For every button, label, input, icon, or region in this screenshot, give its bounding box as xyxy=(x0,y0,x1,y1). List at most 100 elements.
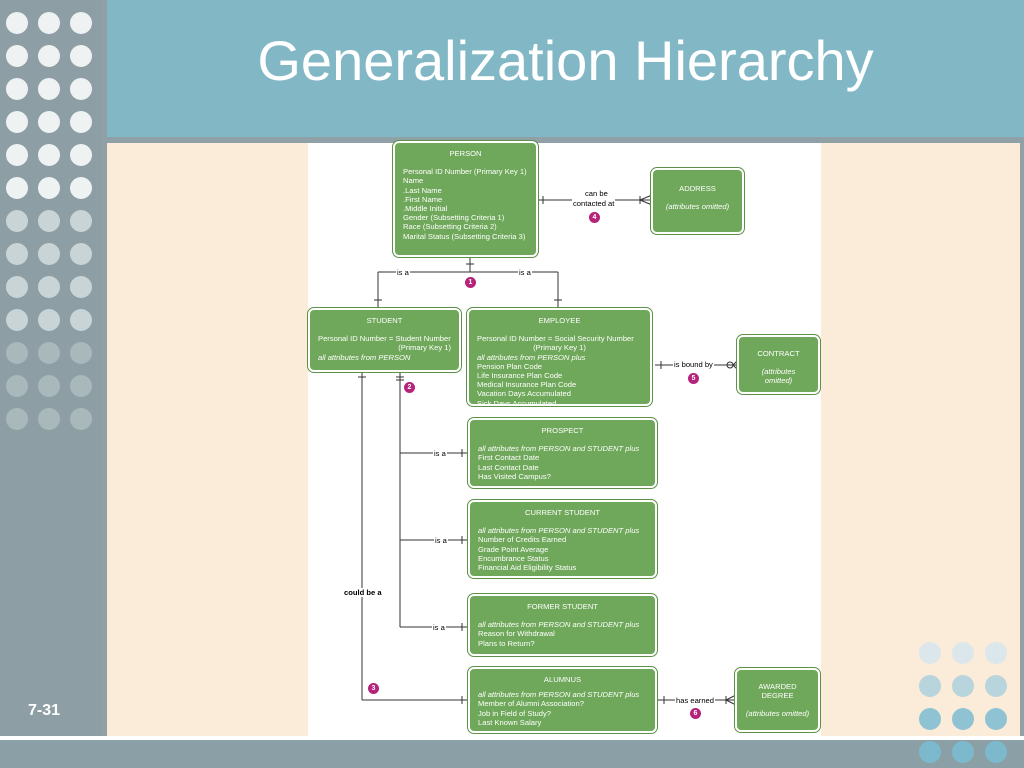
decorative-dot xyxy=(6,309,28,331)
decorative-dot xyxy=(919,708,941,730)
decorative-dot xyxy=(919,675,941,697)
decorative-dot xyxy=(70,276,92,298)
decorative-dot xyxy=(38,243,60,265)
entity-title: AWARDED DEGREE xyxy=(758,682,797,701)
entity-person: PERSON Personal ID Number (Primary Key 1… xyxy=(392,140,539,258)
attribute: Reason for Withdrawal xyxy=(478,629,555,639)
attribute: Vacation Days Accumulated xyxy=(477,389,571,399)
decorative-dot xyxy=(70,408,92,430)
decorative-dot xyxy=(38,45,60,67)
attribute: Last Known Salary xyxy=(478,717,542,727)
decorative-dot xyxy=(985,741,1007,763)
badge-5: 5 xyxy=(688,373,699,384)
attribute: Grade Point Average xyxy=(478,544,549,554)
attribute: all attributes from PERSON plus xyxy=(477,352,586,362)
entity-alumnus: ALUMNUS all attributes from PERSON and S… xyxy=(467,666,658,734)
entity-title: CURRENT STUDENT xyxy=(525,508,600,517)
rel-label-is-a-current: is a xyxy=(434,536,448,545)
decorative-dot xyxy=(38,12,60,34)
entity-title: EMPLOYEE xyxy=(538,316,581,325)
entity-note: (attributes omitted) xyxy=(761,367,796,386)
decorative-dot xyxy=(6,210,28,232)
attribute: Personal ID Number = Student Number xyxy=(318,334,451,344)
attribute: all attributes from PERSON and STUDENT p… xyxy=(478,620,640,630)
entity-former-student: FORMER STUDENT all attributes from PERSO… xyxy=(467,593,658,657)
slide-title: Generalization Hierarchy xyxy=(257,29,874,92)
decorative-dot xyxy=(919,741,941,763)
attribute: Job in Field of Study? xyxy=(478,708,552,718)
decorative-dot xyxy=(38,210,60,232)
decorative-dot xyxy=(6,144,28,166)
attribute: Number of Credits Earned xyxy=(478,535,567,545)
decorative-dot xyxy=(6,45,28,67)
rel-label-is-a-prospect: is a xyxy=(433,449,447,458)
attribute: .First Name xyxy=(403,194,443,204)
attribute: (Primary Key 1) xyxy=(533,343,586,353)
attribute: .Last Name xyxy=(403,185,442,195)
decorative-dot xyxy=(6,78,28,100)
rel-label-is-a-student: is a xyxy=(396,268,410,277)
entity-student: STUDENT Personal ID Number = Student Num… xyxy=(307,307,462,373)
attribute: Life Insurance Plan Code xyxy=(477,371,563,381)
entity-contract: CONTRACT (attributes omitted) xyxy=(736,334,821,395)
decorative-dot xyxy=(38,177,60,199)
badge-4: 4 xyxy=(589,212,600,223)
decorative-dot xyxy=(6,243,28,265)
decorative-dot xyxy=(38,144,60,166)
decorative-dot xyxy=(38,78,60,100)
entity-address: ADDRESS (attributes omitted) xyxy=(650,167,745,235)
entity-employee: EMPLOYEE Personal ID Number = Social Sec… xyxy=(466,307,653,408)
entity-title: CONTRACT xyxy=(757,349,800,358)
decorative-dot xyxy=(70,78,92,100)
decorative-dot xyxy=(70,342,92,364)
decorative-dot xyxy=(6,276,28,298)
attribute: Plans to Return? xyxy=(478,638,535,648)
rel-label-has-earned: has earned xyxy=(675,696,715,705)
badge-1: 1 xyxy=(465,277,476,288)
badge-6: 6 xyxy=(690,708,701,719)
decorative-dot xyxy=(952,741,974,763)
attribute: Has Visited Campus? xyxy=(478,471,551,481)
attribute: Marital Status (Subsetting Criteria 3) xyxy=(403,231,526,241)
footer-divider xyxy=(0,736,1024,740)
decorative-dot xyxy=(38,309,60,331)
attribute: Financial Aid Eligibility Status xyxy=(478,563,577,573)
decorative-dot xyxy=(6,342,28,364)
decorative-dot xyxy=(38,408,60,430)
entity-title: PERSON xyxy=(449,149,482,158)
decorative-dot xyxy=(952,642,974,664)
decorative-dot xyxy=(70,210,92,232)
decorative-dot xyxy=(70,111,92,133)
decorative-dot xyxy=(70,177,92,199)
attribute: Pension Plan Code xyxy=(477,361,543,371)
rel-label-contacted-at: contacted at xyxy=(572,199,616,208)
decorative-dot xyxy=(38,342,60,364)
attribute: Sick Days Accumulated xyxy=(477,398,557,408)
footer-bar xyxy=(0,740,1024,768)
decorative-dot xyxy=(6,177,28,199)
rel-label-can-be: can be xyxy=(584,189,609,198)
rel-label-is-bound-by: is bound by xyxy=(673,360,714,369)
entity-title: PROSPECT xyxy=(541,426,584,435)
decorative-dot xyxy=(985,675,1007,697)
attribute: Personal ID Number = Social Security Num… xyxy=(477,334,634,344)
title-bar xyxy=(107,0,1024,137)
decorative-dot xyxy=(985,642,1007,664)
entity-title: STUDENT xyxy=(366,316,403,325)
attribute: Personal ID Number (Primary Key 1) xyxy=(403,167,527,177)
entity-prospect: PROSPECT all attributes from PERSON and … xyxy=(467,417,658,489)
rel-label-is-a-former: is a xyxy=(432,623,446,632)
attribute: Name xyxy=(403,176,424,186)
rel-label-could-be-a: could be a xyxy=(343,588,383,597)
attribute: .Middle Initial xyxy=(403,204,448,214)
attribute: Race (Subsetting Criteria 2) xyxy=(403,222,497,232)
attribute: Medical Insurance Plan Code xyxy=(477,380,577,390)
attribute: First Contact Date xyxy=(478,453,540,463)
decorative-dot xyxy=(985,708,1007,730)
entity-title: FORMER STUDENT xyxy=(527,602,598,611)
entity-title: ADDRESS xyxy=(679,184,716,193)
attribute: Member of Alumni Association? xyxy=(478,699,584,709)
decorative-dot xyxy=(38,111,60,133)
decorative-dot xyxy=(919,642,941,664)
attribute: Gender (Subsetting Criteria 1) xyxy=(403,213,505,223)
